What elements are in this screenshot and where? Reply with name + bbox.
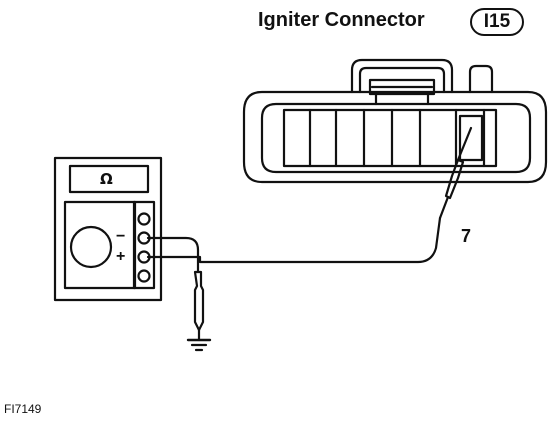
ohmmeter-icon	[53, 156, 163, 302]
diagram-title: Igniter Connector	[258, 9, 425, 31]
test-lead-wires	[146, 216, 442, 274]
ground-icon	[186, 270, 212, 352]
probe-icon	[438, 126, 473, 220]
positive-terminal-label: +	[116, 248, 126, 265]
negative-terminal-label: −	[116, 228, 126, 245]
terminal-number-label: 7	[461, 226, 472, 246]
connector-code-badge: I15	[470, 8, 524, 36]
ohm-symbol: Ω	[100, 170, 113, 188]
igniter-connector-icon	[242, 58, 548, 184]
figure-code: FI7149	[4, 402, 42, 416]
